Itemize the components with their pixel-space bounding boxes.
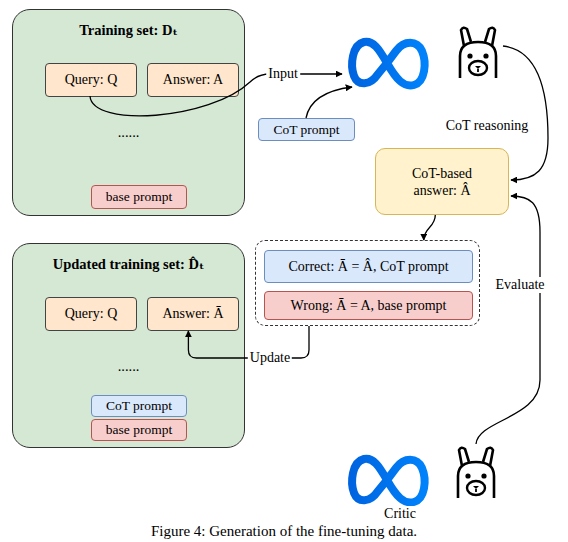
ellipsis-text: ...... <box>13 124 244 141</box>
figure-caption: Figure 4: Generation of the fine-tuning … <box>151 523 417 540</box>
dashed-group: Correct: Ā = Â, CoT promptWrong: Ā = A, … <box>255 240 480 326</box>
group-box: Training set: Dₜ...... Query: Q Answer: A b… <box>12 9 245 216</box>
box-title: Training set: Dₜ <box>13 21 244 39</box>
box-text: Wrong: Ā = A, base prompt <box>291 298 447 314</box>
data-box: Query: Q <box>45 63 137 97</box>
llama-icon <box>460 28 496 78</box>
arrow-label: CoT reasoning <box>444 118 531 134</box>
arrow-label: Critic <box>382 506 418 522</box>
rule-box: Wrong: Ā = A, base prompt <box>264 291 473 320</box>
group-box: Updated training set: D̂ₜ...... Query: Q A… <box>12 243 245 448</box>
rule-box: Correct: Ā = Â, CoT prompt <box>264 250 473 283</box>
box-text: base prompt <box>106 189 172 205</box>
box-text: Query: Q <box>65 306 118 322</box>
llama-icon <box>458 448 494 498</box>
edge-label: Update <box>248 350 292 366</box>
evaluate-arrow <box>476 196 540 444</box>
arrow-label: Evaluate <box>494 277 547 293</box>
prompt-arrow <box>306 87 352 118</box>
data-box: Query: Q <box>45 297 137 331</box>
box-text: Answer: Ā <box>162 306 223 322</box>
prompt-box: CoT prompt <box>258 118 355 141</box>
data-box: Answer: A <box>147 63 239 97</box>
answer-box: CoT-based answer: Â <box>375 148 509 215</box>
prompt-box: base prompt <box>91 185 187 209</box>
box-text: Answer: A <box>163 72 223 88</box>
meta-logo <box>352 42 424 86</box>
ellipsis-text: ...... <box>13 358 244 375</box>
connector-arrow <box>424 215 436 240</box>
arrow-label: Input <box>266 66 300 82</box>
prompt-box: base prompt <box>91 419 187 441</box>
box-title: Updated training set: D̂ₜ <box>13 255 244 273</box>
box-text: base prompt <box>106 422 172 438</box>
box-text: CoT prompt <box>273 122 339 138</box>
box-text: Correct: Ā = Â, CoT prompt <box>288 259 448 275</box>
prompt-box: CoT prompt <box>91 395 187 417</box>
box-text: Query: Q <box>65 72 118 88</box>
box-text: CoT-based answer: Â <box>396 165 488 199</box>
reasoning-arrow <box>503 46 548 180</box>
meta-logo <box>352 459 424 503</box>
box-text: CoT prompt <box>106 398 172 414</box>
data-box: Answer: Ā <box>147 297 239 331</box>
